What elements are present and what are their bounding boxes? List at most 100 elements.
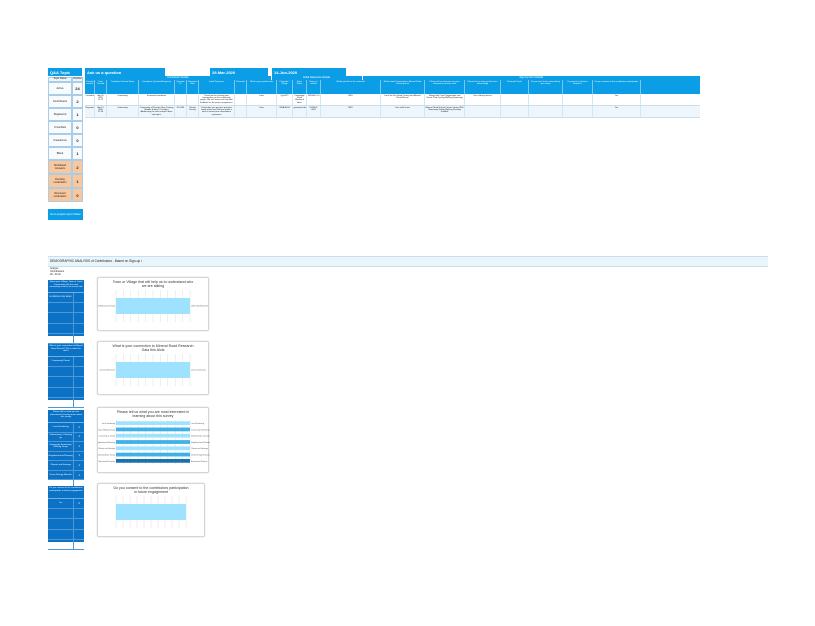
column-header[interactable]: Contributor created <box>85 80 95 94</box>
topic-row-count: 0 <box>72 121 83 134</box>
demographic-filter-panel: Name your Village, Town or Local Communi… <box>48 280 84 344</box>
chart-bar[interactable] <box>116 504 186 520</box>
panel-option[interactable] <box>48 539 84 550</box>
demographic-filter[interactable]: Analyse Contributions All - All all <box>50 267 80 276</box>
chart-bar[interactable] <box>116 458 190 463</box>
topic-row-label: Blank <box>48 147 72 160</box>
table-cell: ID-0136 <box>175 106 187 117</box>
column-header[interactable]: Do you live in Greater Norwich? <box>563 80 593 94</box>
panel-option[interactable] <box>48 519 84 530</box>
column-header[interactable]: Which town/ Community is Mineral Road Sc… <box>381 80 425 94</box>
panel-option-count: 1 <box>78 483 80 487</box>
column-header[interactable]: Initial Response <box>199 80 235 94</box>
panel-option-count <box>74 509 84 518</box>
column-header[interactable]: How is it related <box>307 80 321 94</box>
chart-bar[interactable] <box>116 298 190 314</box>
column-header[interactable]: Contributor Question/Response <box>139 80 175 94</box>
panel-option[interactable]: NORWICH/ BIG SEED <box>48 293 84 304</box>
panel-option-count <box>74 303 84 312</box>
panel-option[interactable] <box>48 387 84 398</box>
table-cell: Screened contributor <box>139 94 175 105</box>
chart-title: What is your connection to Mineral Road … <box>112 344 194 352</box>
column-header[interactable]: Please tell us what you use your communi… <box>425 80 465 94</box>
column-header[interactable]: Question ID <box>175 80 187 94</box>
panel-option[interactable] <box>48 397 84 408</box>
table-cell <box>501 106 529 117</box>
chart-bar[interactable] <box>116 446 190 451</box>
table-cell: Cambridge Road Weekend Area <box>293 94 307 105</box>
column-header[interactable]: Postcode / Village <box>277 80 293 94</box>
table-cell: Apr 13 2020 21:58 <box>95 106 107 117</box>
panel-option-label <box>48 509 75 519</box>
project-report-button[interactable]: Go to project report 'Notes' <box>48 209 83 220</box>
table-cell: NRS <box>321 106 381 117</box>
column-header[interactable]: What is your postal code <box>247 80 277 94</box>
column-header[interactable]: Enter Name <box>293 80 307 94</box>
chart-bar[interactable] <box>116 362 190 378</box>
panel-option-label: Community Swimming / Walking Group <box>48 442 75 451</box>
panel-option[interactable] <box>48 367 84 378</box>
chart-bar[interactable] <box>116 452 190 457</box>
table-cell: 2020/0/0 1:0 <box>307 94 321 105</box>
panel-option-label: Yes <box>48 499 75 509</box>
panel-option[interactable] <box>48 529 84 540</box>
table-cell: Thank you for sharing your experiences o… <box>199 94 235 105</box>
topic-row-count: 0 <box>72 188 83 202</box>
demographic-title: DEMOGRAPHIC ANALYSIS of Contributors - B… <box>50 259 142 263</box>
ask-question-header[interactable]: Ask us a question <box>85 68 165 76</box>
column-header[interactable]: Contributor Screen Name <box>107 80 139 94</box>
chart-bar[interactable] <box>116 440 190 444</box>
column-header[interactable]: Please tell us what you like from Intere… <box>465 80 501 94</box>
panel-question: Please tell us what you are interested i… <box>48 410 84 423</box>
table-cell: Registered <box>85 106 95 117</box>
panel-option-label <box>48 397 75 407</box>
panel-option-count <box>74 334 84 343</box>
panel-option[interactable] <box>48 377 84 388</box>
column-header[interactable]: Postcode <box>235 80 247 94</box>
filter-sub: Contributions <box>50 269 65 273</box>
column-header[interactable]: Would you like to be contacted <box>321 80 381 94</box>
column-header[interactable]: Date Created <box>95 80 107 94</box>
table-cell: gatewayclubnet@email <box>293 106 307 117</box>
panel-option[interactable] <box>48 303 84 314</box>
filter-title: Analyse <box>50 267 59 270</box>
panel-option[interactable] <box>48 313 84 324</box>
panel-option[interactable] <box>48 323 84 334</box>
column-header[interactable]: Postcode Prefix <box>501 80 529 94</box>
panel-option[interactable]: Community Parent <box>48 357 84 368</box>
panel-option[interactable] <box>48 509 84 520</box>
panel-option-count <box>74 388 84 397</box>
column-header[interactable]: Do you wish to be contacted by your name <box>529 80 563 94</box>
chart-panel: Please tell us what you are most interes… <box>97 407 210 473</box>
panel-option-count <box>74 293 84 302</box>
chart-bar[interactable] <box>116 427 190 432</box>
column-header[interactable]: Do you consent to the contributors parti… <box>593 80 641 94</box>
panel-option[interactable] <box>48 333 84 344</box>
chart-bar[interactable] <box>116 421 190 426</box>
column-header[interactable]: Response Date <box>187 80 199 94</box>
table-cell: Contributor <box>85 94 95 105</box>
demographic-filter-panel: Do you consent to the contributors parti… <box>48 486 84 550</box>
chart-bar[interactable] <box>116 433 190 438</box>
